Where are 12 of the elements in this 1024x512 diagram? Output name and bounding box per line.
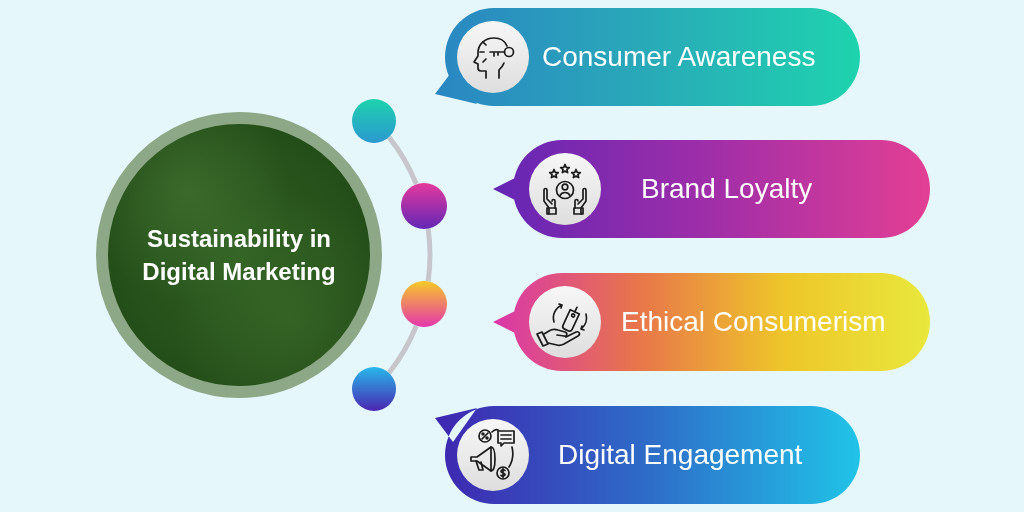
connector-line — [425, 228, 433, 282]
topic-label: Brand Loyalty — [641, 172, 813, 206]
topic-label: Digital Engagement — [558, 438, 803, 472]
timeline-dot — [400, 182, 447, 229]
topic-label: Ethical Consumerism — [621, 305, 886, 339]
timeline-dot — [352, 367, 397, 412]
hub-title: Sustainability in Digital Marketing — [141, 224, 337, 287]
timeline-dot — [400, 281, 447, 328]
connector-line — [386, 135, 419, 186]
topic-label: Consumer Awareness — [542, 40, 816, 74]
timeline-dot — [352, 98, 397, 143]
connector-line — [386, 324, 419, 375]
